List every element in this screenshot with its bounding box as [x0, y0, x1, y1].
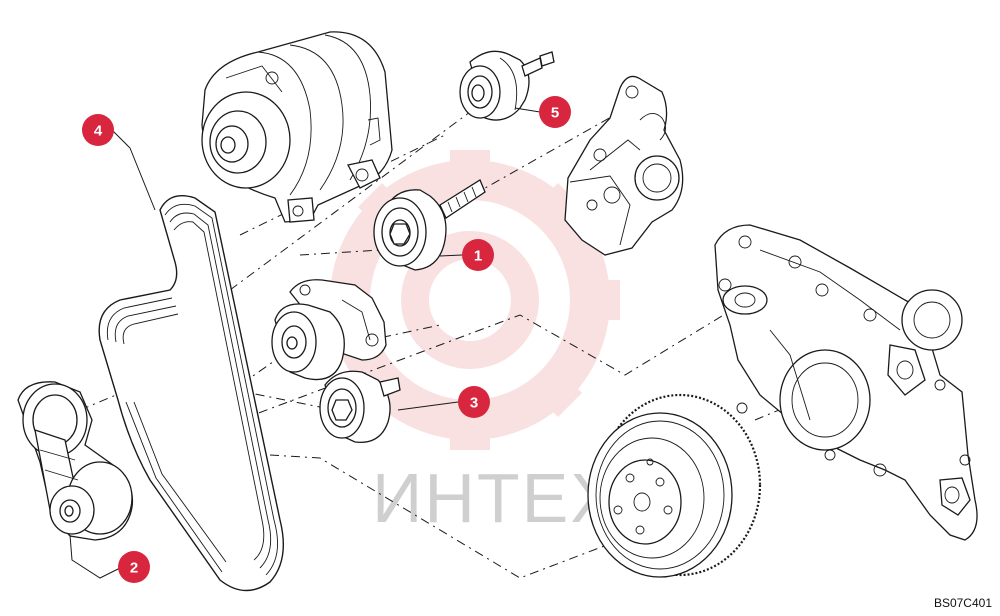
callout-5: 5 — [539, 96, 571, 128]
idler-pulley-5 — [459, 50, 555, 121]
callout-2-marker — [118, 551, 150, 583]
alternator — [201, 31, 393, 223]
callout-5-marker — [539, 96, 571, 128]
callout-1-label: 1 — [474, 248, 482, 265]
callout-3-label: 3 — [470, 395, 478, 412]
callout-1-marker — [462, 239, 494, 271]
figure-code: BS07C401 — [933, 596, 992, 610]
callout-4-label: 4 — [94, 123, 103, 140]
leader-lines — [69, 107, 541, 579]
callout-3: 3 — [458, 386, 490, 418]
timing-cover — [714, 224, 978, 541]
callout-3-marker — [458, 386, 490, 418]
tensioner-pulley-2 — [17, 381, 134, 541]
idler-pulley-1 — [373, 179, 486, 271]
belt-tensioner — [271, 279, 387, 381]
tensioner-bracket — [564, 75, 684, 256]
poly-v-belt — [98, 195, 285, 592]
callout-4: 4 — [82, 114, 114, 146]
callout-5-label: 5 — [551, 105, 559, 122]
callout-1: 1 — [462, 239, 494, 271]
callout-2-label: 2 — [130, 560, 138, 577]
idler-pulley-3 — [319, 370, 401, 443]
watermark-text: ИНТЕХ — [372, 459, 619, 537]
crankshaft-pulley — [587, 393, 762, 578]
callout-4-marker — [82, 114, 114, 146]
callout-2: 2 — [118, 551, 150, 583]
